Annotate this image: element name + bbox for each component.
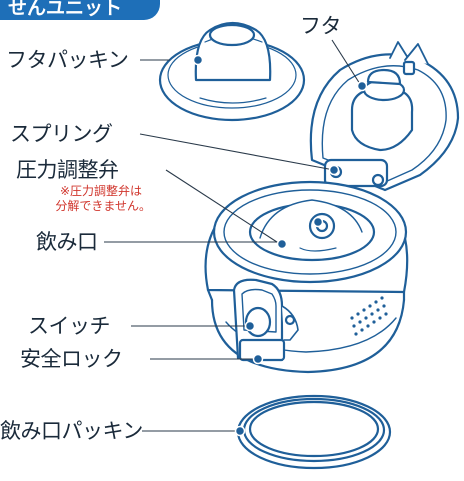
- switch-lock: [232, 278, 299, 362]
- marker-dots: [192, 54, 368, 437]
- section-title-tab: せんユニット: [0, 0, 160, 20]
- label-spring: スプリング: [10, 122, 113, 146]
- label-pressure-valve: 圧力調整弁: [16, 158, 119, 182]
- label-futa: フタ: [300, 14, 342, 38]
- leader-lines: [104, 39, 361, 432]
- mouth-gasket: [236, 394, 392, 470]
- lid: [309, 41, 460, 192]
- label-futa-packing: フタパッキン: [6, 48, 129, 72]
- label-mouth-packing: 飲み口パッキン: [0, 419, 143, 443]
- cap-body: [204, 180, 409, 374]
- label-safety-lock: 安全ロック: [20, 347, 123, 371]
- vent-holes: [350, 296, 388, 336]
- note-line-2: 分解できません。: [55, 199, 151, 213]
- label-switch: スイッチ: [28, 314, 111, 338]
- lid-gasket: [158, 21, 306, 122]
- label-mouth: 飲み口: [36, 230, 98, 254]
- note-line-1: ※圧力調整弁は: [59, 184, 142, 198]
